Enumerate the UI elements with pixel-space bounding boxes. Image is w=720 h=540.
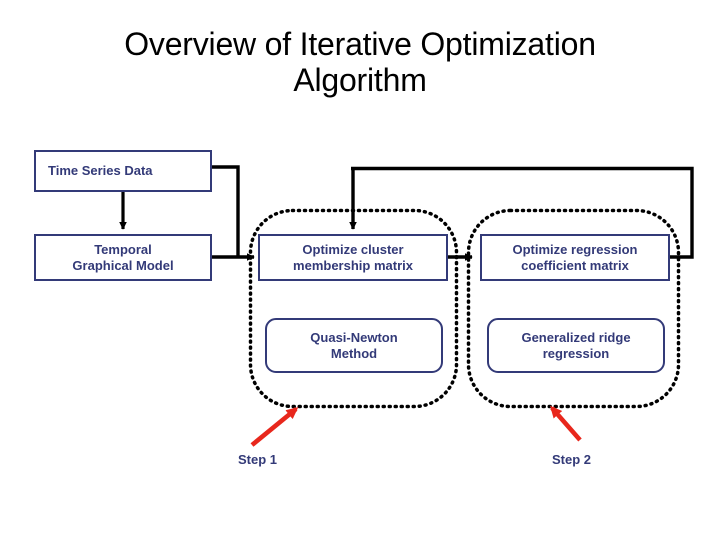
page-title: Overview of Iterative Optimization Algor… bbox=[124, 26, 596, 98]
node-optimize-regression-coefficient-matrix[interactable]: Optimize regression coefficient matrix bbox=[480, 234, 670, 281]
step-label-2: Step 2 bbox=[552, 452, 592, 467]
node-time-series-data-label: Time Series Data bbox=[48, 163, 153, 178]
node-temporal-graphical-model[interactable]: Temporal Graphical Model bbox=[34, 234, 212, 281]
node-time-series-data[interactable]: Time Series Data bbox=[34, 150, 212, 192]
node-optimize-cluster-membership-matrix[interactable]: Optimize cluster membership matrix bbox=[258, 234, 448, 281]
node-generalized-ridge-label: Generalized ridge regression bbox=[521, 329, 631, 361]
node-optimize-cluster-label: Optimize cluster membership matrix bbox=[293, 241, 413, 273]
node-quasi-newton-method[interactable]: Quasi-Newton Method bbox=[265, 318, 443, 373]
node-optimize-regression-label: Optimize regression coefficient matrix bbox=[512, 241, 638, 273]
connector-timeseries-to-loop bbox=[212, 165, 240, 257]
node-generalized-ridge-regression[interactable]: Generalized ridge regression bbox=[487, 318, 665, 373]
step1-red-pointer bbox=[250, 407, 299, 447]
node-temporal-graphical-model-label: Temporal Graphical Model bbox=[72, 241, 174, 273]
node-quasi-newton-label: Quasi-Newton Method bbox=[310, 329, 398, 361]
step2-red-pointer bbox=[550, 405, 582, 442]
step-label-1: Step 1 bbox=[238, 452, 278, 467]
